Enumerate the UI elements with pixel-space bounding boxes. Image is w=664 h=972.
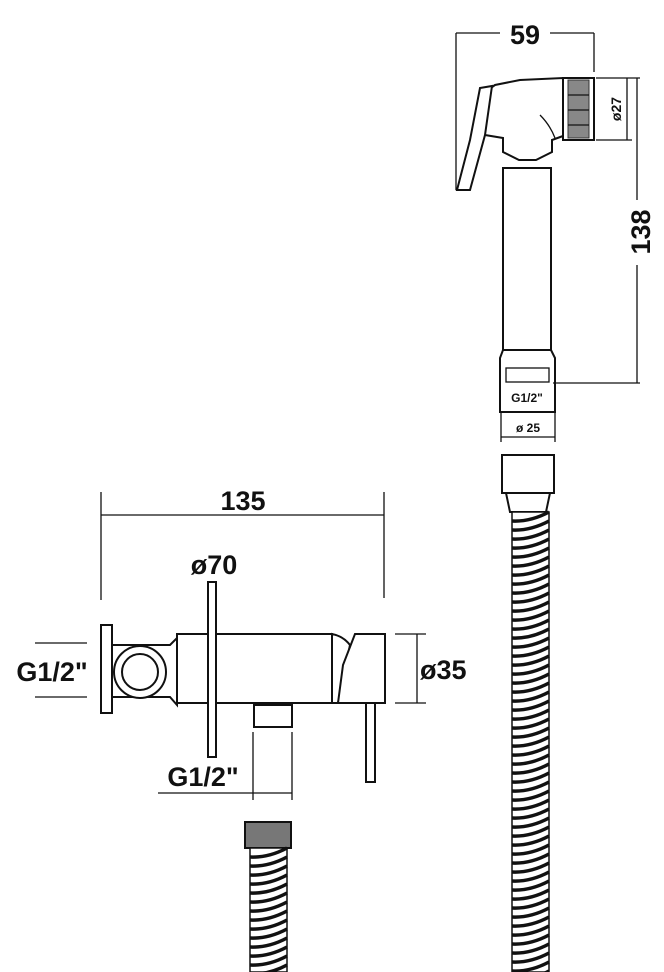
hose-winding bbox=[249, 855, 288, 868]
dim-25-label: ø 25 bbox=[516, 421, 540, 435]
shower-head: 59 ø27 138 G1/2" ø 25 bbox=[455, 20, 656, 442]
hose-winding bbox=[511, 825, 550, 838]
hose-coil bbox=[511, 510, 550, 972]
dim-70-label: ø70 bbox=[191, 550, 238, 580]
hose-winding bbox=[511, 519, 550, 532]
valve-body bbox=[176, 633, 333, 704]
dim-59-label: 59 bbox=[510, 20, 540, 50]
head-body bbox=[484, 76, 564, 161]
inlet-thread-label: G1/2" bbox=[16, 657, 87, 687]
dim-138-label: 138 bbox=[626, 209, 656, 254]
dim-27-label: ø27 bbox=[608, 97, 624, 121]
outlet-thread-label: G1/2" bbox=[167, 762, 238, 792]
hose-winding bbox=[511, 816, 550, 829]
head-curve bbox=[539, 114, 556, 139]
hose-winding bbox=[511, 852, 550, 865]
hose-winding bbox=[511, 960, 550, 972]
wall-flange bbox=[100, 624, 113, 714]
hose-winding bbox=[511, 861, 550, 874]
hose-winding bbox=[511, 897, 550, 910]
hose-winding bbox=[511, 636, 550, 649]
hose-winding bbox=[511, 924, 550, 937]
hose-winding bbox=[249, 882, 288, 895]
hose-winding bbox=[511, 789, 550, 802]
hose-winding bbox=[511, 753, 550, 766]
wall-plate bbox=[207, 581, 217, 758]
hose-winding bbox=[249, 927, 288, 940]
inlet-ring-inner bbox=[121, 653, 159, 691]
base-thread bbox=[505, 367, 550, 383]
hose-winding bbox=[511, 681, 550, 694]
base-thread-label: G1/2" bbox=[511, 391, 543, 405]
hose-winding bbox=[511, 762, 550, 775]
hose-winding bbox=[511, 510, 550, 523]
hose-winding bbox=[511, 915, 550, 928]
hose-winding bbox=[511, 942, 550, 955]
hose-winding bbox=[511, 582, 550, 595]
hose-winding bbox=[249, 954, 288, 967]
hose-connector-neck bbox=[504, 492, 552, 513]
short-hose-nut bbox=[244, 821, 292, 849]
hose-winding bbox=[511, 654, 550, 667]
hose-winding bbox=[511, 546, 550, 559]
hose-winding bbox=[511, 663, 550, 676]
hose-winding bbox=[511, 600, 550, 613]
trigger-lever bbox=[455, 84, 494, 191]
hose-winding bbox=[511, 717, 550, 730]
valve: 135 ø70 ø35 G1/2" G1/2" bbox=[16, 486, 467, 800]
hose-winding bbox=[249, 936, 288, 949]
hose-winding bbox=[511, 879, 550, 892]
hose-winding bbox=[511, 834, 550, 847]
hose-winding bbox=[511, 843, 550, 856]
hose-winding bbox=[511, 537, 550, 550]
hose-winding bbox=[249, 909, 288, 922]
hose-winding bbox=[511, 780, 550, 793]
hose-winding bbox=[511, 564, 550, 577]
lever-head bbox=[336, 633, 386, 704]
hose-winding bbox=[249, 846, 288, 859]
hose-winding bbox=[511, 798, 550, 811]
hose-winding bbox=[511, 690, 550, 703]
hose-winding bbox=[511, 528, 550, 541]
hose-winding bbox=[511, 933, 550, 946]
dim-135-label: 135 bbox=[220, 486, 265, 516]
hose-winding bbox=[511, 744, 550, 757]
hose-winding bbox=[511, 726, 550, 739]
hose-winding bbox=[249, 918, 288, 931]
hose-winding bbox=[511, 609, 550, 622]
hose-winding bbox=[511, 807, 550, 820]
hose-winding bbox=[511, 771, 550, 784]
hose-winding bbox=[511, 618, 550, 631]
hose-winding bbox=[249, 945, 288, 958]
outlet-connector bbox=[253, 704, 293, 728]
hose-connector-top bbox=[501, 454, 555, 494]
hose-coil bbox=[249, 846, 288, 972]
hose-winding bbox=[511, 555, 550, 568]
hose-winding bbox=[511, 888, 550, 901]
hose-winding bbox=[511, 951, 550, 964]
hose-winding bbox=[511, 573, 550, 586]
lever-handle bbox=[365, 702, 376, 783]
hose-winding bbox=[249, 891, 288, 904]
hose-winding bbox=[511, 591, 550, 604]
nozzle-knurl bbox=[567, 79, 590, 139]
hose-winding bbox=[511, 672, 550, 685]
hose-winding bbox=[511, 870, 550, 883]
hose-winding bbox=[249, 900, 288, 913]
hose-winding bbox=[511, 699, 550, 712]
hose-winding bbox=[249, 864, 288, 877]
long-hose bbox=[501, 454, 555, 972]
hose-winding bbox=[511, 906, 550, 919]
hose-winding bbox=[511, 627, 550, 640]
hose-winding bbox=[511, 708, 550, 721]
hose-winding bbox=[249, 873, 288, 886]
hose-winding bbox=[511, 735, 550, 748]
hose-winding bbox=[511, 645, 550, 658]
short-hose bbox=[244, 821, 292, 972]
hose-winding bbox=[259, 963, 288, 972]
handle-tube bbox=[502, 167, 552, 351]
dim-35-label: ø35 bbox=[420, 655, 467, 685]
